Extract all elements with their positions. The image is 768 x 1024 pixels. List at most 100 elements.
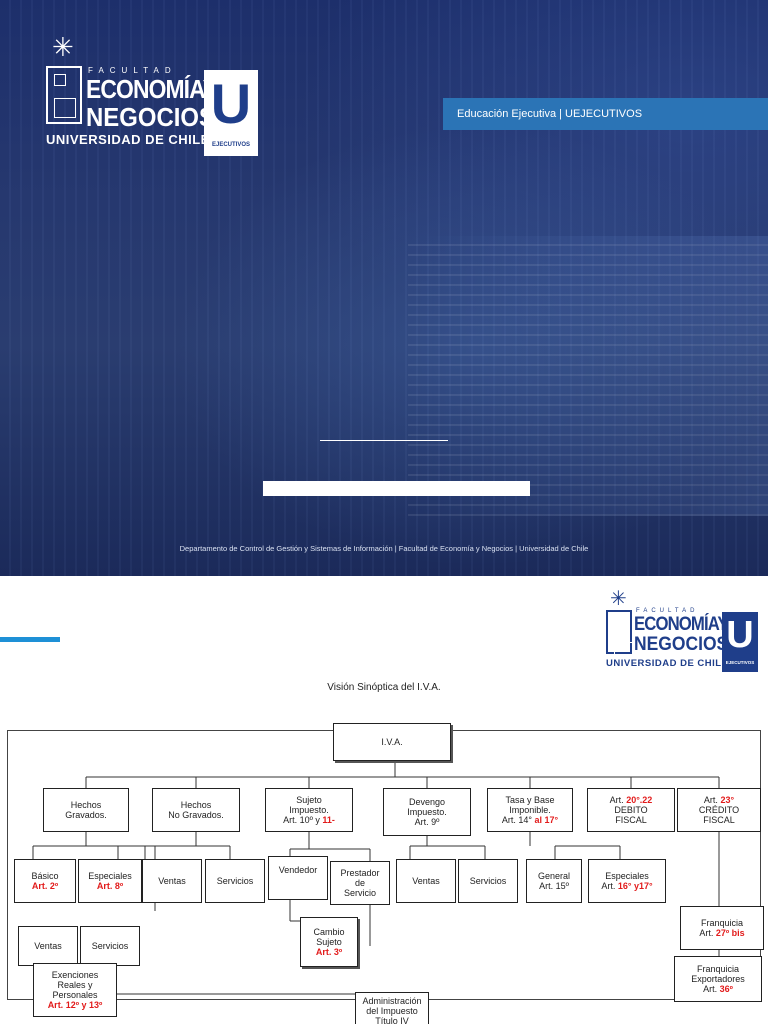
cover-slide: ✳ FACULTAD ECONOMÍAY NEGOCIOS UNIVERSIDA… xyxy=(0,0,768,576)
exenciones-line3: Personales xyxy=(52,990,98,1000)
iva-label: I.V.A. xyxy=(381,737,403,747)
franquicia-label: Franquicia xyxy=(700,918,744,928)
general-line1: General xyxy=(537,871,571,881)
sujeto-article-prefix: Art. 10º y xyxy=(283,815,323,825)
especiales2-label: Especiales xyxy=(605,871,649,881)
especiales-box: Especiales Art. 8º xyxy=(78,859,142,903)
logo-facultad: FACULTAD xyxy=(88,66,177,75)
sujeto-line1: Sujeto xyxy=(296,795,322,805)
servicios-gravados-box: Servicios xyxy=(80,926,140,966)
franquicia-exp-line2: Exportadores xyxy=(691,974,745,984)
page-title: Visión Sinóptica del I.V.A. xyxy=(327,682,441,693)
credito-line2: FISCAL xyxy=(703,815,735,825)
cambio-line1: Cambio xyxy=(313,927,345,937)
debito-line1: DEBITO xyxy=(614,805,648,815)
tasa-article-prefix: Art. 14° xyxy=(501,815,535,825)
debito-line2: FISCAL xyxy=(615,815,647,825)
credito-article-prefix: Art. xyxy=(703,795,721,805)
cambio-article: Art. 3º xyxy=(315,947,343,957)
franquicia-exp-article-red: 36º xyxy=(719,984,733,994)
servicios-label: Servicios xyxy=(91,941,129,951)
administracion-line1: Administración xyxy=(362,996,422,1006)
ventas-no-gravados-box: Ventas xyxy=(142,859,202,903)
vendedor-box: Vendedor xyxy=(268,856,328,900)
ventas-devengo-box: Ventas xyxy=(396,859,456,903)
prestador-line3: Servicio xyxy=(343,888,376,898)
credito-line1: CRÉDITO xyxy=(698,805,740,815)
faculty-logo-small: ✳ FACULTAD ECONOMÍAY NEGOCIOS UNIVERSIDA… xyxy=(606,588,758,676)
exenciones-line2: Reales y xyxy=(57,980,93,990)
cambio-line2: Sujeto xyxy=(316,937,342,947)
basico-label: Básico xyxy=(31,871,59,881)
especiales2-article-prefix: Art. xyxy=(601,881,618,891)
vendedor-label: Vendedor xyxy=(278,865,318,875)
logo-negocios: NEGOCIOS xyxy=(634,634,729,655)
credito-article: Art. 23° xyxy=(704,795,734,805)
logo-economia: ECONOMÍAY xyxy=(86,74,218,104)
title-divider xyxy=(320,440,448,441)
faculty-logo: ✳ FACULTAD ECONOMÍAY NEGOCIOS UNIVERSIDA… xyxy=(46,34,258,156)
servicios-label: Servicios xyxy=(216,876,254,886)
tasa-line2: Imponible. xyxy=(509,805,551,815)
u-sub: EJECUTIVOS xyxy=(211,142,250,148)
servicios-label: Servicios xyxy=(469,876,507,886)
accent-bar xyxy=(0,637,60,642)
debito-article-red: 20°.22 xyxy=(626,795,653,805)
hechos-gravados-line2: Gravados. xyxy=(65,810,107,820)
servicios-no-gravados-box: Servicios xyxy=(205,859,265,903)
devengo-line3: Art. 9º xyxy=(414,817,440,827)
franquicia-exp-article-prefix: Art. xyxy=(703,984,720,994)
diagram-connectors xyxy=(32,762,720,995)
tasa-article-red: al 17° xyxy=(534,815,559,825)
franquicia-article-red: 27º bis xyxy=(715,928,745,938)
administracion-line2: del Impuesto xyxy=(366,1006,418,1016)
devengo-line2: Impuesto. xyxy=(407,807,447,817)
program-banner: Educación Ejecutiva | UEJECUTIVOS xyxy=(443,98,768,130)
ventas-gravados-box: Ventas xyxy=(18,926,78,966)
servicios-devengo-box: Servicios xyxy=(458,859,518,903)
general-box: General Art. 15º xyxy=(526,859,582,903)
prestador-box: Prestador de Servicio xyxy=(330,861,390,905)
franquicia-exp-article: Art. 36º xyxy=(703,984,733,994)
exenciones-article: Art. 12º y 13º xyxy=(47,1000,103,1010)
general-line2: Art. 15º xyxy=(539,881,569,891)
cover-footer: Departamento de Control de Gestión y Sis… xyxy=(179,544,589,553)
hechos-no-gravados-box: Hechos No Gravados. xyxy=(152,788,240,832)
franquicia-article-prefix: Art. xyxy=(699,928,716,938)
franquicia-exportadores-box: Franquicia Exportadores Art. 36º xyxy=(674,956,762,1002)
devengo-box: Devengo Impuesto. Art. 9º xyxy=(383,788,471,836)
especiales2-article-red: 16° y17° xyxy=(617,881,653,891)
franquicia-exp-line1: Franquicia xyxy=(696,964,740,974)
credito-article-red: 23° xyxy=(720,795,735,805)
ventas-label: Ventas xyxy=(158,876,186,886)
especiales-label: Especiales xyxy=(88,871,132,881)
franquicia-article: Art. 27º bis xyxy=(699,928,744,938)
administracion-line3: Título IV xyxy=(375,1016,409,1024)
basico-article: Art. 2º xyxy=(31,881,59,891)
tasa-box: Tasa y Base Imponible. Art. 14° al 17° xyxy=(487,788,573,832)
u-ejecutivos-badge: U EJECUTIVOS xyxy=(722,612,758,672)
u-letter: U xyxy=(210,72,252,135)
basico-box: Básico Art. 2º xyxy=(14,859,76,903)
star-icon: ✳ xyxy=(610,588,627,610)
ventas-label: Ventas xyxy=(34,941,62,951)
crest-icon xyxy=(46,66,82,124)
background-pattern xyxy=(0,0,768,576)
u-ejecutivos-badge: U EJECUTIVOS xyxy=(204,70,258,156)
cambio-sujeto-box: Cambio Sujeto Art. 3º xyxy=(300,917,358,967)
debito-article-prefix: Art. xyxy=(609,795,627,805)
sujeto-article-red: 11- xyxy=(322,815,335,825)
especiales-tasa-box: Especiales Art. 16° y17° xyxy=(588,859,666,903)
exenciones-line1: Exenciones xyxy=(51,970,99,980)
logo-negocios: NEGOCIOS xyxy=(86,102,215,132)
prestador-line1: Prestador xyxy=(340,868,380,878)
sujeto-box: Sujeto Impuesto. Art. 10º y 11- xyxy=(265,788,353,832)
franquicia-box: Franquicia Art. 27º bis xyxy=(680,906,764,950)
hechos-no-gravados-line1: Hechos xyxy=(180,800,212,810)
star-icon: ✳ xyxy=(52,32,74,62)
logo-universidad: UNIVERSIDAD DE CHILE xyxy=(606,658,729,669)
hechos-no-gravados-line2: No Gravados. xyxy=(168,810,224,820)
ventas-label: Ventas xyxy=(412,876,440,886)
background-skyline xyxy=(408,236,768,516)
devengo-line1: Devengo xyxy=(408,797,446,807)
